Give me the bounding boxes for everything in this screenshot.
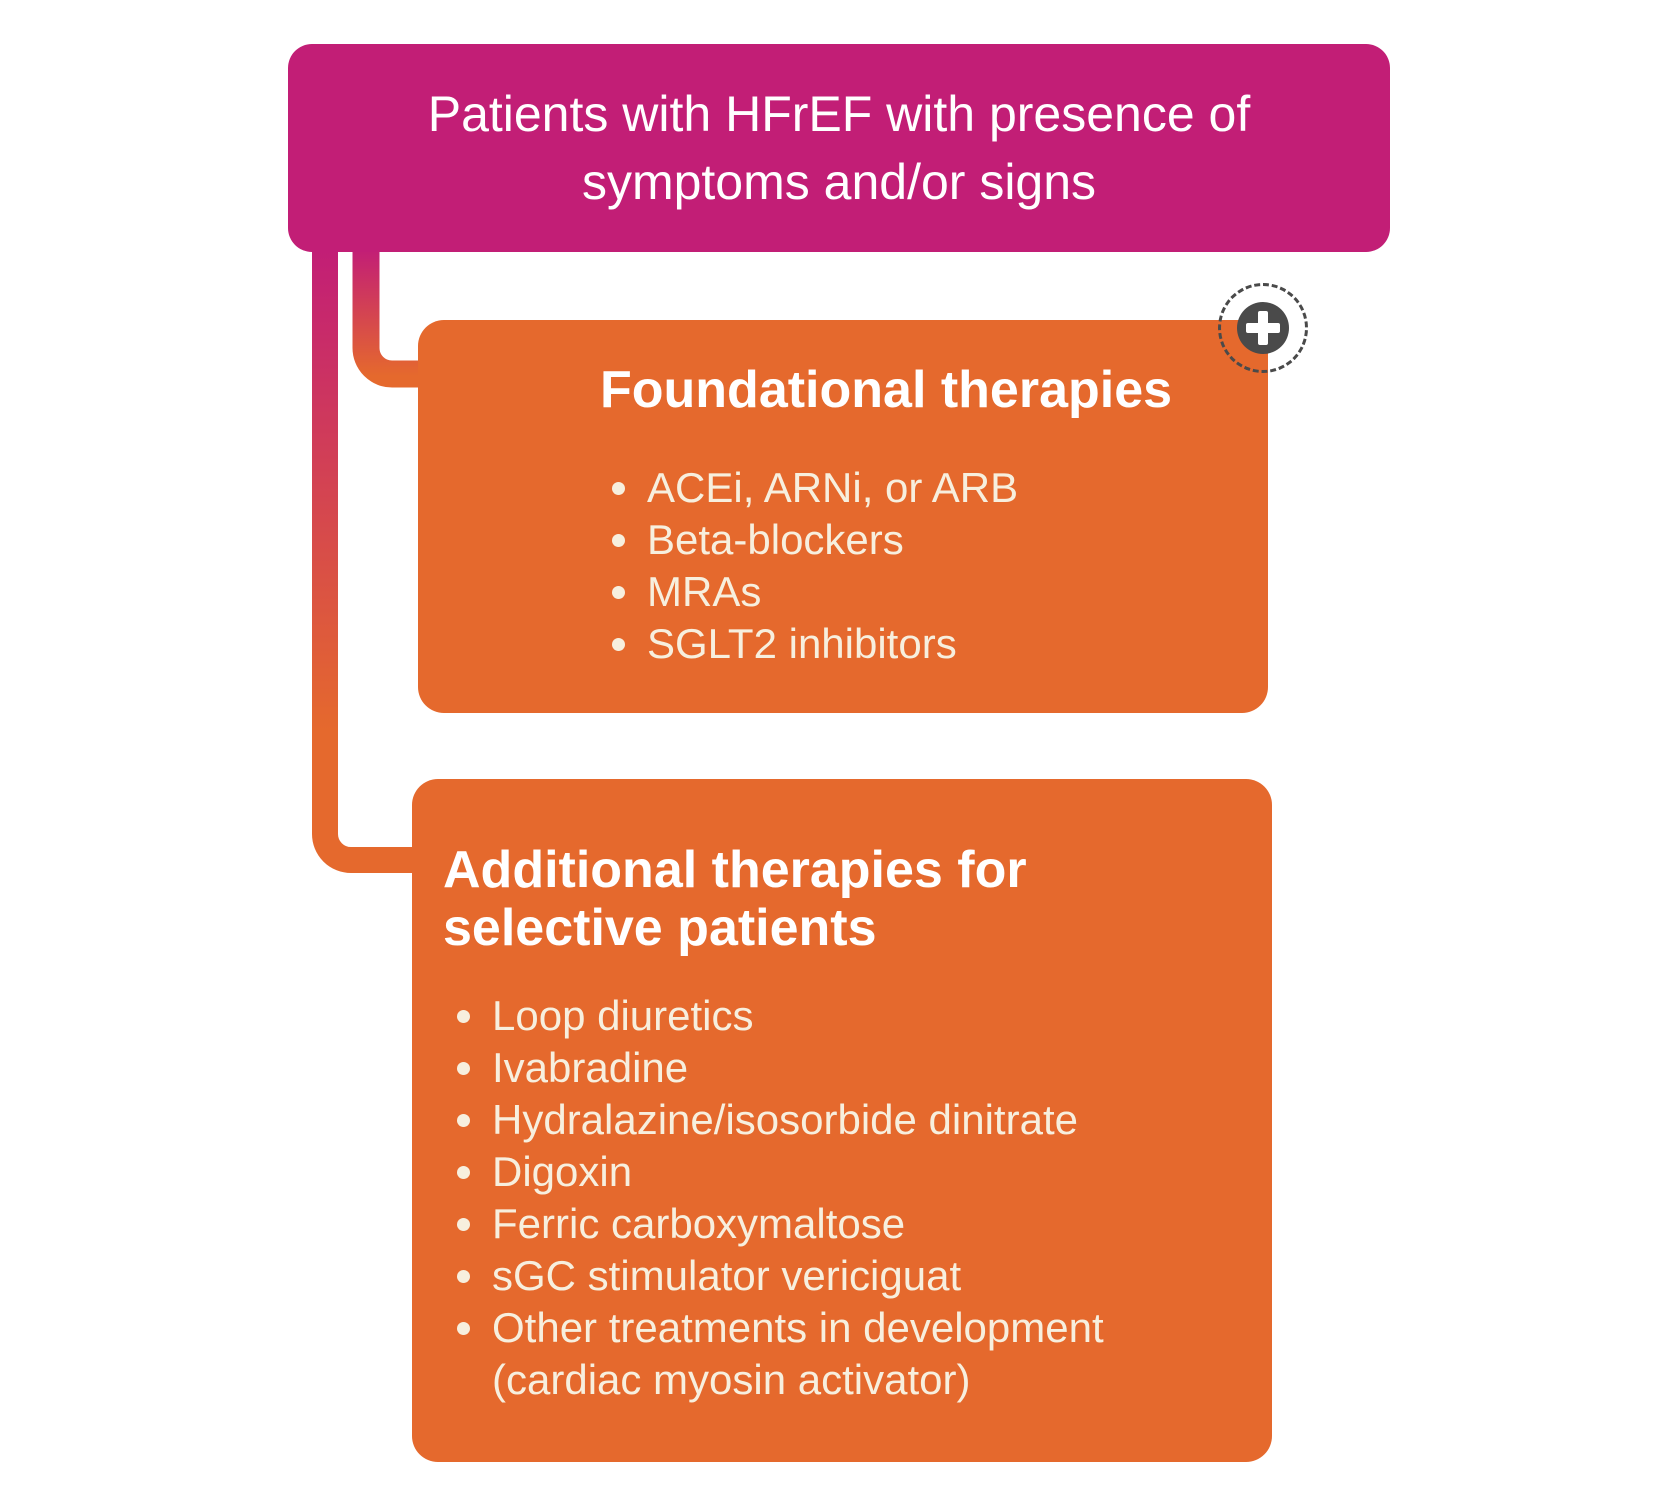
additional-therapies-node: Additional therapies for selective patie…	[412, 779, 1272, 1462]
list-item-text: Ferric carboxymaltose	[492, 1200, 906, 1247]
additional-list: Loop diuretics Ivabradine Hydralazine/is…	[443, 990, 1153, 1406]
bullet-dot-icon	[612, 482, 625, 495]
list-item: MRAs	[600, 566, 1232, 618]
list-item: sGC stimulator vericiguat	[443, 1250, 1153, 1302]
list-item-text: ACEi, ARNi, or ARB	[647, 464, 1019, 511]
bullet-dot-icon	[457, 1166, 470, 1179]
list-item: ACEi, ARNi, or ARB	[600, 462, 1232, 514]
list-item-text: Digoxin	[492, 1148, 633, 1195]
bullet-dot-icon	[612, 638, 625, 651]
bullet-dot-icon	[612, 534, 625, 547]
plus-icon	[1237, 302, 1289, 354]
list-item-text: Hydralazine/isosorbide dinitrate	[492, 1096, 1078, 1143]
list-item: Loop diuretics	[443, 990, 1153, 1042]
connector-to-additional-box	[312, 246, 424, 873]
list-item: Other treatments in development (cardiac…	[443, 1302, 1153, 1406]
list-item-text: Other treatments in development (cardiac…	[492, 1304, 1104, 1403]
foundational-list: ACEi, ARNi, or ARB Beta-blockers MRAs SG…	[600, 462, 1232, 670]
list-item-text: SGLT2 inhibitors	[647, 620, 957, 667]
bullet-dot-icon	[457, 1114, 470, 1127]
dashed-ring	[1218, 283, 1308, 373]
additional-title: Additional therapies for selective patie…	[443, 841, 1027, 957]
list-item-text: MRAs	[647, 568, 762, 615]
list-item: Hydralazine/isosorbide dinitrate	[443, 1094, 1153, 1146]
plus-badge	[1218, 283, 1308, 373]
list-item-text: Ivabradine	[492, 1044, 689, 1091]
list-item: Ivabradine	[443, 1042, 1153, 1094]
patients-node-label: Patients with HFrEF with presence of sym…	[427, 86, 1251, 210]
connector-to-foundational-box	[352, 246, 424, 388]
list-item: SGLT2 inhibitors	[600, 618, 1232, 670]
list-item: Ferric carboxymaltose	[443, 1198, 1153, 1250]
list-item: Digoxin	[443, 1146, 1153, 1198]
bullet-dot-icon	[612, 586, 625, 599]
list-item-text: Beta-blockers	[647, 516, 904, 563]
list-item: Beta-blockers	[600, 514, 1232, 566]
list-item-text: Loop diuretics	[492, 992, 754, 1039]
foundational-title: Foundational therapies	[600, 361, 1173, 419]
bullet-dot-icon	[457, 1062, 470, 1075]
bullet-dot-icon	[457, 1270, 470, 1283]
bullet-dot-icon	[457, 1322, 470, 1335]
bullet-dot-icon	[457, 1218, 470, 1231]
patients-node: Patients with HFrEF with presence of sym…	[288, 44, 1390, 252]
list-item-text: sGC stimulator vericiguat	[492, 1252, 962, 1299]
foundational-therapies-node: Foundational therapies ACEi, ARNi, or AR…	[418, 320, 1268, 713]
bullet-dot-icon	[457, 1010, 470, 1023]
